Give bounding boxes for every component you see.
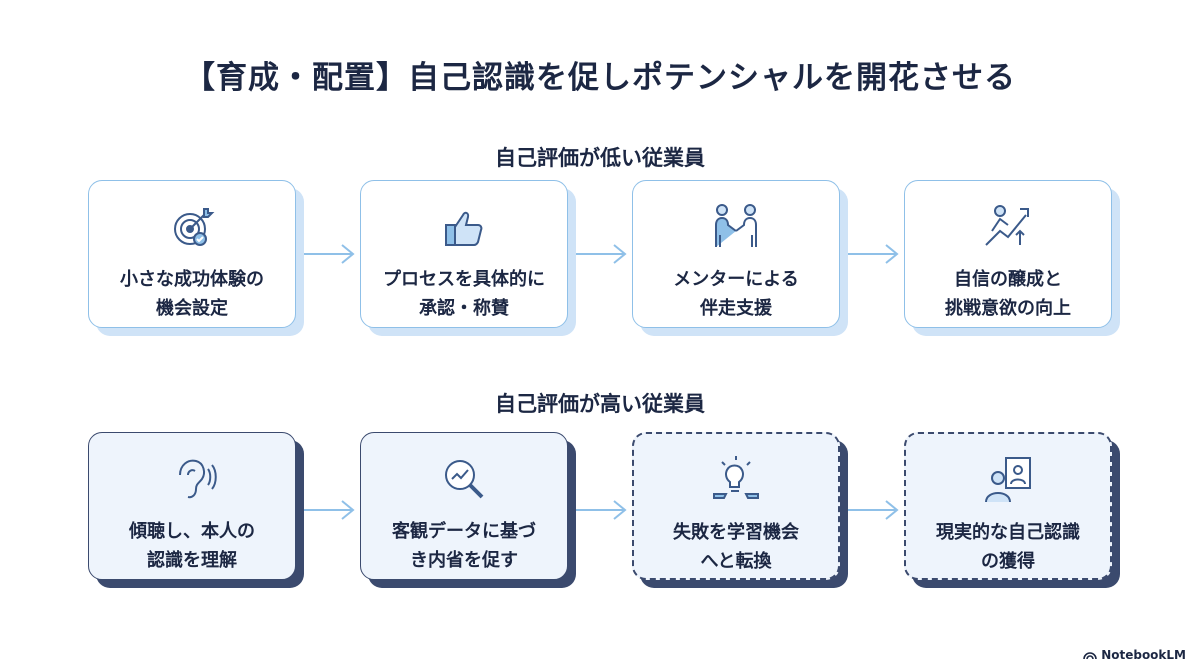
step-card-high-2: 客観データに基づき内省を促す <box>360 432 576 588</box>
flow-arrow <box>304 244 355 264</box>
flow-row-high: 傾聴し、本人の認識を理解 客観データに基づき内省を促す 失敗を学習機会へと転換 <box>0 432 1200 592</box>
handshake-icon <box>715 204 757 247</box>
step-label-line2: 機会設定 <box>156 298 228 319</box>
flow-arrow <box>848 244 899 264</box>
step-label-line2: 承認・称賛 <box>419 298 509 319</box>
notebooklm-logo-icon <box>1083 652 1097 660</box>
step-card-low-3: メンターによる伴走支援 <box>632 180 848 336</box>
person-mirror-icon <box>985 457 1031 503</box>
page-title: 【育成・配置】自己認識を促しポテンシャルを開花させる <box>184 60 1016 96</box>
step-label-line1: 現実的な自己認識 <box>936 522 1080 543</box>
step-label-line1: 自信の醸成と <box>954 269 1062 290</box>
footer-brand: NotebookLM <box>1083 648 1186 662</box>
growth-arrow-icon <box>985 205 1029 246</box>
flow-arrow <box>576 244 627 264</box>
step-label-line2: き内省を促す <box>410 550 518 571</box>
section-heading-low: 自己評価が低い従業員 <box>495 146 705 170</box>
step-label-line1: 客観データに基づ <box>392 521 536 542</box>
brand-label: NotebookLM <box>1101 648 1186 662</box>
step-card-low-1: 小さな成功体験の機会設定 <box>88 180 304 336</box>
step-label-line1: 失敗を学習機会 <box>673 522 799 543</box>
step-card-high-3: 失敗を学習機会へと転換 <box>632 432 848 588</box>
step-label-line2: の獲得 <box>981 551 1035 572</box>
thumbs-up-icon <box>445 211 483 246</box>
section-heading-high: 自己評価が高い従業員 <box>495 392 705 416</box>
flow-arrow <box>848 500 899 520</box>
step-label-line1: 傾聴し、本人の <box>129 521 255 542</box>
flow-row-low: 小さな成功体験の機会設定 プロセスを具体的に承認・称賛 メンターによる伴走支援 <box>0 180 1200 340</box>
step-label-line2: へと転換 <box>700 551 772 572</box>
step-label-line1: 小さな成功体験の <box>120 269 264 290</box>
step-card-low-4: 自信の醸成と挑戦意欲の向上 <box>904 180 1120 336</box>
step-card-high-1: 傾聴し、本人の認識を理解 <box>88 432 304 588</box>
step-label-line2: 認識を理解 <box>147 550 237 571</box>
step-card-low-2: プロセスを具体的に承認・称賛 <box>360 180 576 336</box>
lightbulb-icon <box>713 456 759 499</box>
magnifier-chart-icon <box>445 460 484 499</box>
step-label-line1: プロセスを具体的に <box>383 269 545 290</box>
flow-arrow <box>304 500 355 520</box>
step-label-line2: 挑戦意欲の向上 <box>945 298 1071 319</box>
step-card-high-4: 現実的な自己認識の獲得 <box>904 432 1120 588</box>
flow-arrow <box>576 500 627 520</box>
ear-icon <box>179 459 217 499</box>
step-label-line2: 伴走支援 <box>700 298 772 319</box>
target-icon <box>174 208 215 246</box>
step-label-line1: メンターによる <box>673 269 799 290</box>
